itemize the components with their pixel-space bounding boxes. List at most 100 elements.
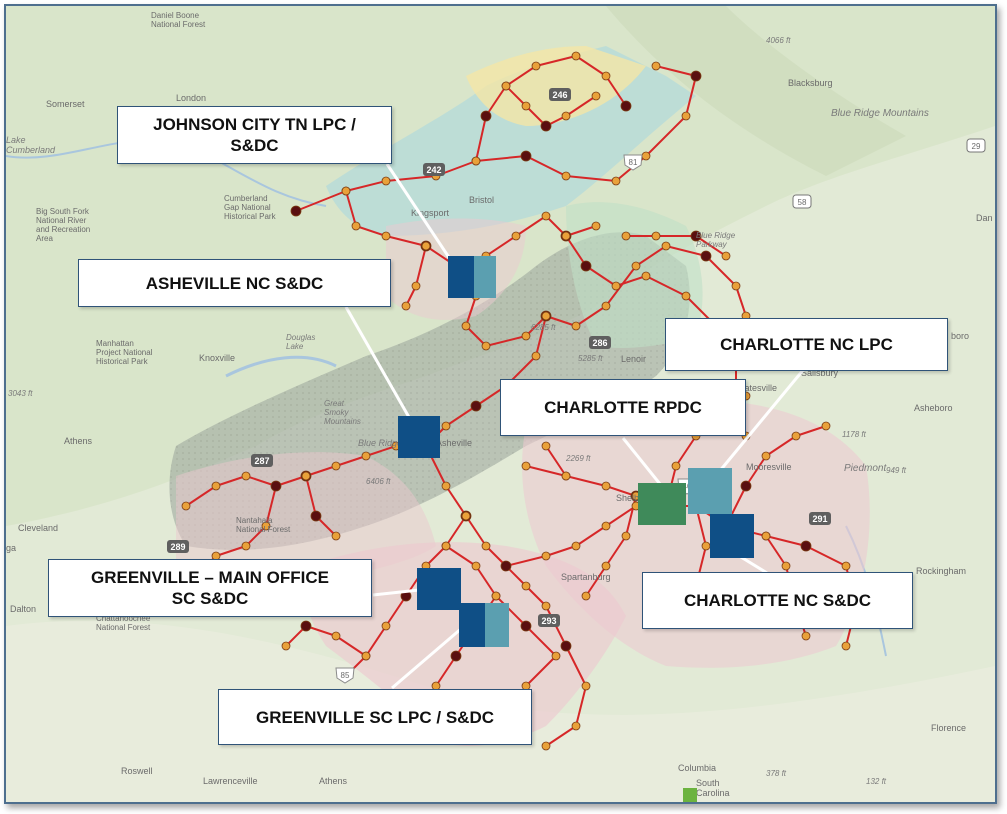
network-node [611, 176, 621, 186]
network-node [581, 591, 591, 601]
network-node [601, 481, 611, 491]
network-node [571, 321, 581, 331]
place-label: Asheboro [914, 403, 953, 413]
facility-markers [398, 256, 754, 802]
network-node [361, 451, 371, 461]
place-label: Cleveland [18, 523, 58, 533]
place-label: 6406 ft [366, 477, 391, 486]
network-node [441, 421, 451, 431]
network-node [541, 601, 551, 611]
network-node [601, 71, 611, 81]
place-label: 6285 ft [531, 323, 556, 332]
svg-text:85: 85 [341, 671, 350, 680]
network-node [211, 481, 221, 491]
network-node [481, 341, 491, 351]
place-label: Knoxville [199, 353, 235, 363]
columbia-marker [683, 788, 697, 802]
network-node [611, 281, 621, 291]
place-label: Asheville [436, 438, 472, 448]
callout-charlotte-sdc[interactable]: CHARLOTTE NC S&DC [642, 572, 913, 629]
place-label: 132 ft [866, 777, 887, 786]
network-line [295, 65, 697, 212]
facility-charlotte-lpc[interactable] [688, 468, 732, 514]
route-shield: 286 [589, 336, 611, 349]
callout-johnson-city[interactable]: JOHNSON CITY TN LPC / S&DC [117, 106, 392, 164]
network-node-hub [300, 620, 312, 632]
network-node [511, 231, 521, 241]
network-node [261, 521, 271, 531]
callout-charlotte-lpc[interactable]: CHARLOTTE NC LPC [665, 318, 948, 371]
network-node-hub [560, 640, 572, 652]
network-node-hub [450, 650, 462, 662]
network-node-hub [580, 260, 592, 272]
svg-text:286: 286 [592, 338, 607, 348]
callout-greenville-main[interactable]: GREENVILLE – MAIN OFFICE SC S&DC [48, 559, 372, 617]
facility-greenville-lpc[interactable] [485, 603, 509, 647]
network-node [491, 591, 501, 601]
network-node [591, 91, 601, 101]
route-shield: 293 [538, 614, 560, 627]
route-shield: 85 [335, 667, 355, 684]
ridge-band [606, 6, 906, 176]
network-node [351, 221, 361, 231]
network-node [381, 621, 391, 631]
network-node [471, 156, 481, 166]
network-line [545, 445, 567, 477]
facility-asheville-sdc[interactable] [398, 416, 440, 458]
network-node-hub [480, 110, 492, 122]
place-label: Lawrenceville [203, 776, 258, 786]
callout-greenville-main-label: GREENVILLE – MAIN OFFICE SC S&DC [90, 568, 330, 608]
network-node [761, 451, 771, 461]
callout-greenville-lpc[interactable]: GREENVILLE SC LPC / S&DC [218, 689, 532, 745]
callout-charlotte-rpdc-label: CHARLOTTE RPDC [544, 398, 702, 417]
network-node [541, 741, 551, 751]
route-shield: 242 [423, 163, 445, 176]
network-node [521, 581, 531, 591]
facility-greenville-main[interactable] [417, 568, 461, 610]
network-node [841, 641, 851, 651]
facility-johnson-city-sdc[interactable] [448, 256, 474, 298]
place-label: London [176, 93, 206, 103]
network-node [571, 541, 581, 551]
facility-greenville-sdc[interactable] [459, 603, 485, 647]
network-node [541, 211, 551, 221]
place-label: Dan [976, 213, 993, 223]
network-node-hub [290, 205, 302, 217]
network-node [361, 651, 371, 661]
place-label: 5285 ft [578, 354, 603, 363]
network-node [731, 281, 741, 291]
route-shield: 287 [251, 454, 273, 467]
facility-charlotte-rpdc[interactable] [638, 483, 686, 525]
network-node [651, 231, 661, 241]
place-label: 4066 ft [766, 36, 791, 45]
place-label: Blacksburg [788, 78, 833, 88]
place-label: Rockingham [916, 566, 966, 576]
callout-asheville[interactable]: ASHEVILLE NC S&DC [78, 259, 391, 307]
callout-charlotte-rpdc[interactable]: CHARLOTTE RPDC [500, 379, 746, 436]
callout-charlotte-lpc-label: CHARLOTTE NC LPC [720, 335, 893, 354]
place-label: Columbia [678, 763, 716, 773]
place-label: Lenoir [621, 354, 646, 364]
network-node [701, 541, 711, 551]
network-node-hub [740, 480, 752, 492]
facility-johnson-city-lpc[interactable] [474, 256, 496, 298]
svg-text:58: 58 [798, 198, 807, 207]
network-node [531, 61, 541, 71]
network-node-hub [800, 540, 812, 552]
network-node [541, 441, 551, 451]
network-node [331, 461, 341, 471]
place-label: Florence [931, 723, 966, 733]
network-node [281, 641, 291, 651]
network-node [601, 521, 611, 531]
facility-charlotte-sdc[interactable] [710, 514, 754, 558]
network-node-hub [500, 560, 512, 572]
network-node [471, 561, 481, 571]
